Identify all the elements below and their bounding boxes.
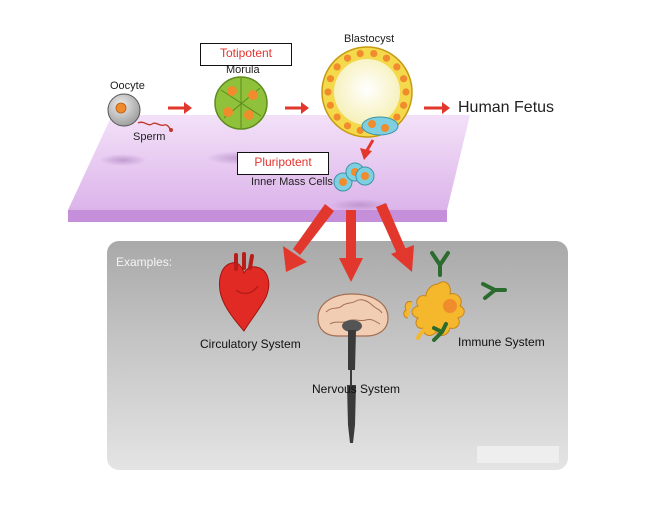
human-fetus-label: Human Fetus	[458, 99, 555, 116]
inner-mass-cells	[333, 162, 375, 192]
immune-cell-icon	[403, 281, 465, 340]
trophoblast-cell	[356, 50, 364, 58]
trophoblast-cell	[324, 88, 332, 96]
trophoblast-cell	[370, 50, 378, 58]
morula-label: Morula	[226, 64, 260, 76]
antibody-icon	[481, 282, 507, 300]
circulatory-system-label: Circulatory System	[200, 337, 301, 351]
arrow-to-nervous	[339, 210, 363, 282]
oocyte-label: Oocyte	[110, 80, 145, 92]
trophoblast-cell	[333, 113, 341, 121]
examples-panel	[107, 241, 568, 470]
totipotent-highlight-box: Totipotent	[200, 43, 292, 66]
trophoblast-cell	[343, 122, 352, 130]
trophoblast-cell	[400, 101, 408, 109]
arrow-blastocyst-inner	[360, 139, 375, 160]
heart-icon	[219, 252, 270, 332]
sperm-head	[169, 128, 173, 132]
blastocyst-label: Blastocyst	[344, 33, 395, 45]
trophoblast-cell	[400, 75, 408, 83]
inner-mass-cells-label: Inner Mass Cells	[251, 176, 333, 188]
trophoblast-cell	[343, 54, 352, 62]
trophoblast-cell	[382, 54, 391, 62]
arrow-to-circulatory	[283, 204, 334, 272]
blastocyst-cell	[321, 46, 413, 138]
nervous-system-label: Nervous System	[312, 382, 401, 396]
trophoblast-cell	[393, 113, 401, 121]
trophoblast-cell	[393, 63, 401, 71]
antibody-icon	[430, 251, 450, 277]
spinal-cord	[347, 330, 356, 443]
antibody-icon	[432, 322, 448, 342]
trophoblast-cell	[333, 63, 341, 71]
examples-label: Examples:	[116, 255, 173, 269]
trophoblast-cell	[402, 88, 410, 96]
morula-cell	[214, 76, 268, 130]
trophoblast-cell	[326, 101, 334, 109]
oocyte-cell	[107, 93, 141, 127]
brain-icon	[317, 293, 389, 337]
immune-system-label: Immune System	[458, 335, 545, 349]
trophoblast-cell	[356, 126, 364, 134]
sperm-icon	[137, 121, 171, 130]
arrow-to-fetus	[424, 102, 450, 114]
trophoblast-cell	[326, 75, 334, 83]
arrow-morula-blastocyst	[285, 102, 309, 114]
pluripotent-highlight-box: Pluripotent	[237, 152, 329, 175]
sperm-label: Sperm	[133, 131, 166, 143]
arrow-oocyte-morula	[168, 102, 192, 114]
arrow-to-immune	[376, 203, 414, 272]
